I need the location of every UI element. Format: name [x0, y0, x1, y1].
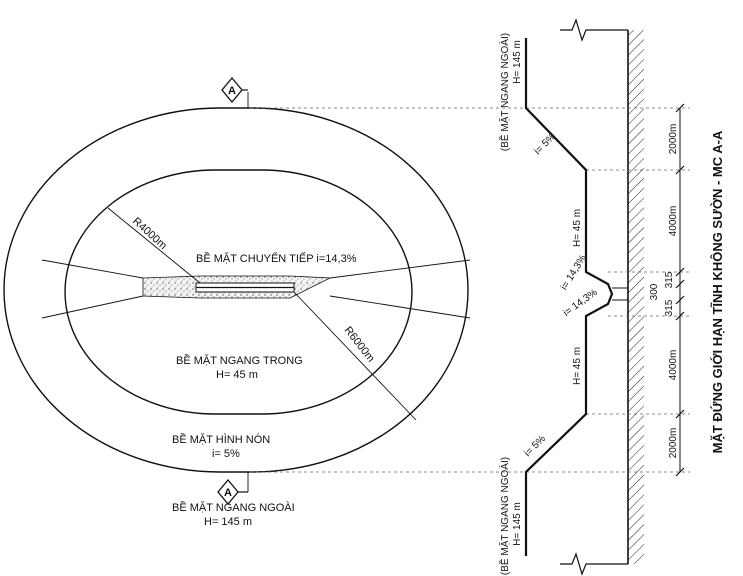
- radius-line-r6000: [293, 291, 417, 421]
- outer-bottom-height: H= 145 m: [512, 502, 523, 546]
- dim-2000-top: 2000m: [668, 124, 679, 155]
- surface-profile: [524, 38, 614, 556]
- inner-horizontal-height: H= 45 m: [216, 369, 258, 381]
- plan-view: A A R4000m R6000m BỀ MẶT CHUYỂN TIẾP i=1…: [3, 76, 471, 528]
- transition-top: i= 14,3%: [559, 253, 589, 292]
- approach-line-right-lower: [329, 295, 471, 319]
- radius-label-r6000: R6000m: [342, 324, 377, 364]
- section-marker-top: A: [221, 76, 248, 104]
- dim-4000-bottom: 4000m: [668, 350, 679, 381]
- radius-line-r4000: [107, 207, 201, 284]
- ground-hatch: [628, 30, 644, 564]
- section-marker-bottom-letter: A: [224, 487, 232, 499]
- conical-surface-title: BỀ MẶT HÌNH NÓN: [172, 433, 270, 446]
- transition-surface-label: BỀ MẶT CHUYỂN TIẾP i=14,3%: [196, 252, 357, 265]
- approach-line-left-lower: [41, 295, 144, 319]
- slope-top: i= 5%: [532, 131, 558, 157]
- dim-2000-bottom: 2000m: [668, 428, 679, 459]
- section-view: 2000m 4000m 315 300 315 4000m 2000m (BỀ …: [250, 18, 725, 576]
- outer-horizontal-title: BỀ MẶT NGANG NGOÀI: [172, 501, 295, 514]
- dim-315-bottom: 315: [664, 299, 675, 316]
- section-marker-bottom: A: [217, 478, 248, 506]
- dim-315-top: 315: [664, 271, 675, 288]
- outer-top-height: H= 145 m: [512, 40, 523, 84]
- outer-bottom-title: (BỀ MẶT NGANG NGOÀI): [498, 457, 511, 575]
- dimension-ticks: [675, 103, 685, 477]
- inner-horizontal-title: BỀ MẶT NGANG TRONG: [176, 354, 303, 367]
- outer-top-title: (BỀ MẶT NGANG NGOÀI): [498, 33, 511, 151]
- inner-horizontal-boundary: [64, 169, 413, 415]
- approach-line-left-upper: [41, 259, 144, 279]
- radius-label-r4000: R4000m: [130, 215, 169, 252]
- approach-line-right-upper: [329, 259, 471, 279]
- outer-horizontal-height: H= 145 m: [204, 516, 252, 528]
- dim-300: 300: [649, 283, 660, 300]
- break-symbol-bottom: [560, 552, 628, 576]
- conical-surface-slope: i= 5%: [212, 448, 240, 460]
- break-symbol-top: [560, 18, 628, 42]
- section-marker-top-letter: A: [228, 85, 236, 97]
- inner-bottom-height: H= 45 m: [572, 347, 583, 385]
- section-title: MẶT ĐỨNG GIỚI HẠN TĨNH KHÔNG SƯỜN - MC A…: [710, 130, 725, 453]
- inner-top-height: H= 45 m: [572, 209, 583, 247]
- dim-4000-top: 4000m: [668, 206, 679, 237]
